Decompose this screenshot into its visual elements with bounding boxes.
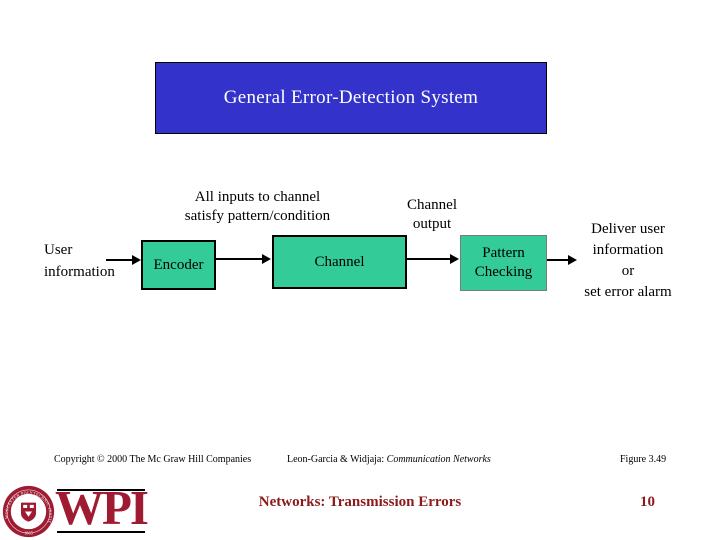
arrow-channel-to-pattern — [405, 254, 459, 264]
note-channel-output: Channel output — [387, 196, 477, 234]
wpi-rule-bottom — [57, 531, 145, 533]
footer-copyright: Copyright © 2000 The Mc Graw Hill Compan… — [54, 454, 252, 465]
title-banner: General Error-Detection System — [155, 62, 547, 134]
wpi-seal-logo: WORCESTER POLYTECHNIC INSTITUTE 1865 — [2, 485, 55, 538]
pattern-checking-box-label: Checking — [474, 264, 533, 280]
note-line: All inputs to channel — [194, 189, 321, 205]
encoder-box: Encoder — [141, 240, 216, 290]
note-line: set error alarm — [584, 284, 672, 300]
note-line: User — [44, 242, 73, 258]
pattern-checking-box-label: Pattern — [482, 245, 525, 261]
note-line: information — [44, 264, 115, 280]
note-line: or — [621, 263, 635, 279]
note-line: satisfy pattern/condition — [184, 208, 331, 224]
channel-box: Channel — [272, 235, 407, 289]
encoder-box-label: Encoder — [153, 256, 204, 273]
channel-box-label: Channel — [314, 253, 365, 270]
footer-citation: Leon-Garcia & Widjaja: Communication Net… — [287, 454, 491, 465]
arrow-pattern-to-output — [547, 255, 577, 265]
wpi-wordmark: WPI — [55, 480, 149, 535]
note-line: information — [592, 242, 664, 258]
seal-year: 1865 — [24, 530, 34, 535]
arrow-encoder-to-channel — [216, 254, 271, 264]
footer-citation-authors: Leon-Garcia & Widjaja: — [287, 454, 387, 465]
footer-citation-book: Communication Networks — [386, 454, 491, 465]
wpi-rule-top — [57, 489, 145, 491]
course-title: Networks: Transmission Errors — [258, 494, 462, 510]
arrow-user-to-encoder — [106, 255, 141, 265]
note-line: Deliver user — [591, 221, 665, 237]
note-line: output — [412, 216, 452, 232]
pattern-checking-box: Pattern Checking — [460, 235, 547, 291]
label-user-information: User information — [44, 239, 154, 283]
footer-figure-number: Figure 3.49 — [620, 454, 667, 465]
page-number: 10 — [640, 494, 655, 510]
note-all-inputs: All inputs to channel satisfy pattern/co… — [150, 188, 365, 226]
page-title: General Error-Detection System — [223, 87, 479, 108]
note-line: Channel — [407, 197, 457, 213]
note-deliver-output: Deliver user information or set error al… — [558, 219, 698, 303]
